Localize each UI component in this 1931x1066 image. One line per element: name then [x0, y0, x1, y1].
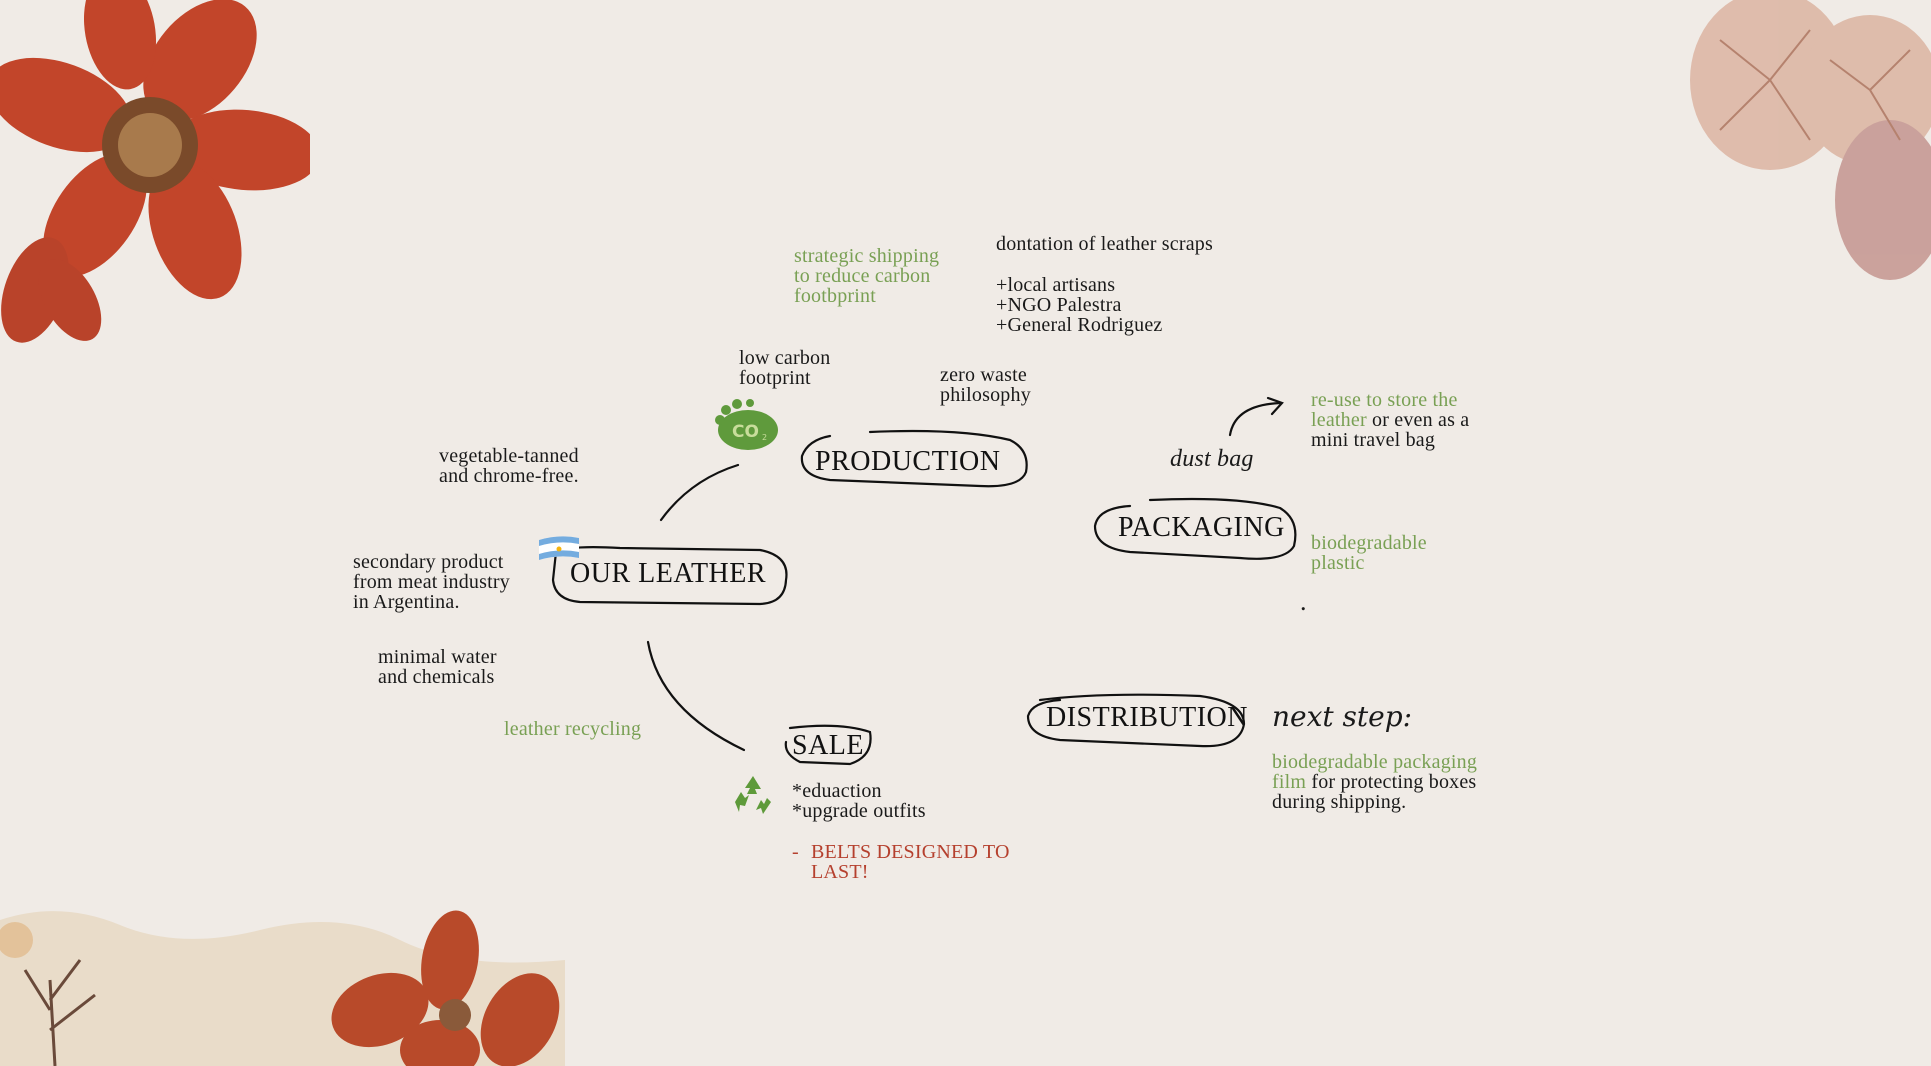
note-zero-waste: zero waste philosophy [940, 364, 1031, 406]
note-dot: . [1300, 587, 1307, 616]
svg-text:2: 2 [762, 433, 767, 442]
node-production: PRODUCTION [815, 446, 1001, 477]
node-packaging: PACKAGING [1118, 512, 1285, 543]
outline-our-leather [551, 546, 788, 606]
argentina-flag-icon [539, 536, 579, 560]
note-donation-title: dontation of leather scraps [996, 233, 1213, 255]
note-film-rest: for protecting boxes during shipping. [1272, 771, 1477, 813]
note-secondary-product: secondary product from meat industry in … [353, 551, 510, 613]
note-leather-recycling: leather recycling [504, 718, 642, 740]
note-biodegradable-plastic: biodegradable plastic [1311, 532, 1427, 574]
connector-leather-production [659, 463, 740, 522]
outline-packaging [1093, 497, 1297, 560]
flower-top-right-decoration [1690, 0, 1931, 280]
node-sale: SALE [792, 730, 864, 761]
outline-sale [784, 724, 872, 766]
note-film-green: biodegradable packaging film [1272, 751, 1478, 793]
flower-top-left-decoration [0, 0, 310, 343]
note-vegetable-tanned: vegetable-tanned and chrome-free. [439, 445, 579, 487]
note-strategic-shipping: strategic shipping to reduce carbon foot… [794, 245, 940, 307]
note-minimal-water: minimal water and chemicals [378, 646, 497, 688]
note-low-carbon: low carbon footprint [739, 347, 831, 389]
node-our-leather: OUR LEATHER [570, 558, 767, 589]
arrow-head [1266, 396, 1284, 416]
note-belts: BELTS DESIGNED TO LAST! [811, 841, 1010, 883]
note-reuse-green: re-use to store the leather [1311, 389, 1458, 431]
note-next-step: next step: [1272, 700, 1413, 733]
connector-dustbag-arrow [1228, 401, 1282, 437]
note-donation-list: +local artisans +NGO Palestra +General R… [996, 274, 1163, 336]
outline-production [800, 429, 1028, 488]
connector-leather-sale [646, 640, 746, 752]
note-dust-bag: dust bag [1170, 446, 1254, 472]
note-reuse: re-use to store the leather or even as a… [1311, 390, 1469, 450]
paper-bottom-left-decoration [0, 910, 565, 1066]
co2-footprint-icon: CO 2 [715, 399, 778, 450]
note-reuse-rest: or even as a mini travel bag [1311, 409, 1470, 451]
note-packaging-film: biodegradable packaging film for protect… [1272, 752, 1477, 812]
outline-distribution [1026, 693, 1246, 748]
recycle-icon [735, 776, 771, 814]
svg-text:CO: CO [732, 422, 759, 442]
note-belts-dash: - [792, 841, 799, 863]
note-sale-items: *eduaction *upgrade outfits [792, 780, 926, 822]
node-distribution: DISTRIBUTION [1046, 702, 1248, 733]
